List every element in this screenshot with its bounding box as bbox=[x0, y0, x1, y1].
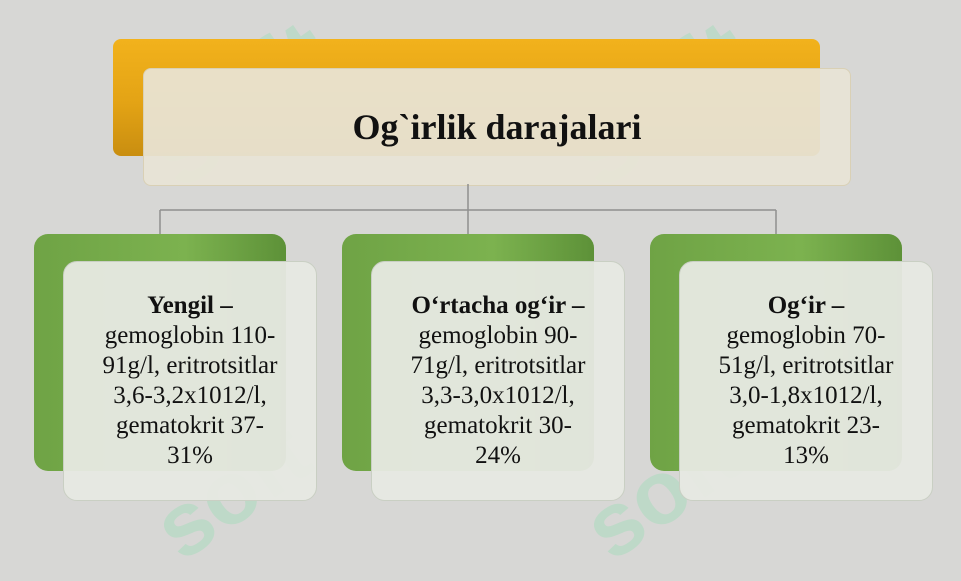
box-line: gemoglobin 90- bbox=[418, 322, 578, 349]
box-line: gematokrit 30- bbox=[424, 412, 572, 439]
title-box: Og`irlik darajalari bbox=[143, 68, 851, 186]
box-line: 3,0-1,8x1012/l, bbox=[729, 382, 883, 409]
box-line: 3,3-3,0x1012/l, bbox=[421, 382, 575, 409]
box-line: 91g/l, eritrotsitlar bbox=[102, 352, 278, 379]
severity-box-severe: Og‘ir – gemoglobin 70- 51g/l, eritrotsit… bbox=[679, 261, 933, 501]
box-line: gemoglobin 70- bbox=[726, 322, 886, 349]
severity-box-mild: Yengil – gemoglobin 110- 91g/l, eritrots… bbox=[63, 261, 317, 501]
box-line: 13% bbox=[783, 442, 829, 469]
severity-box-moderate: O‘rtacha og‘ir – gemoglobin 90- 71g/l, e… bbox=[371, 261, 625, 501]
box-heading: O‘rtacha og‘ir – bbox=[411, 292, 585, 319]
box-line: gematokrit 37- bbox=[116, 412, 264, 439]
box-line: gematokrit 23- bbox=[732, 412, 880, 439]
box-line: 3,6-3,2x1012/l, bbox=[113, 382, 267, 409]
box-line: gemoglobin 110- bbox=[104, 322, 276, 349]
box-line: 31% bbox=[167, 442, 213, 469]
diagram-title: Og`irlik darajalari bbox=[352, 107, 642, 147]
box-line: 71g/l, eritrotsitlar bbox=[410, 352, 586, 379]
box-heading: Og‘ir – bbox=[767, 292, 845, 319]
box-line: 24% bbox=[475, 442, 521, 469]
box-heading: Yengil – bbox=[147, 292, 233, 319]
box-line: 51g/l, eritrotsitlar bbox=[718, 352, 894, 379]
